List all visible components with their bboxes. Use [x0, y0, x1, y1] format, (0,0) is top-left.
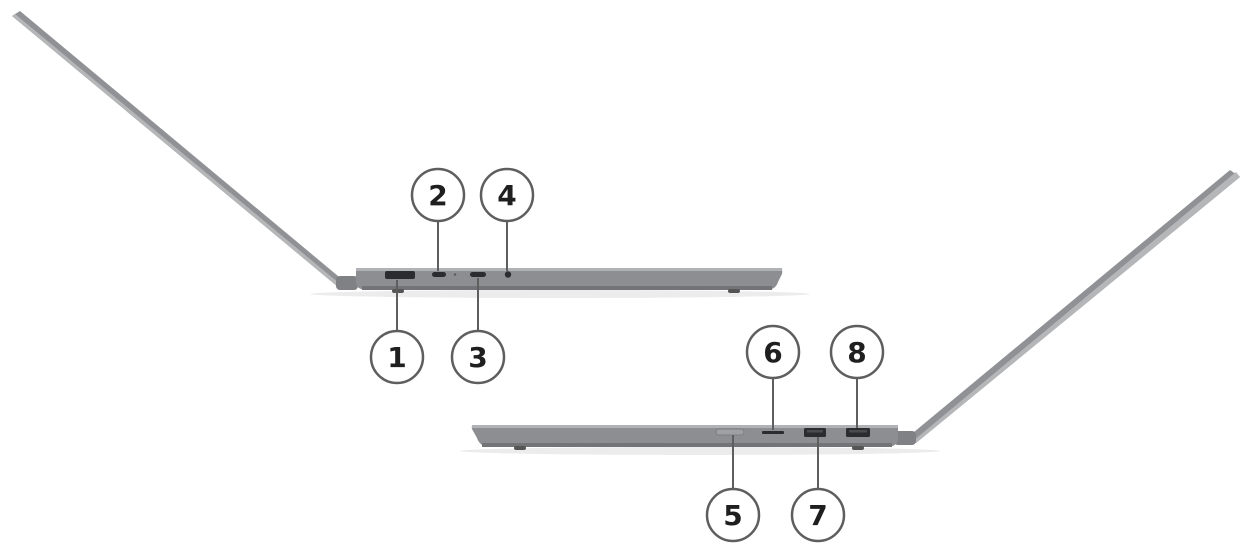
laptop-hinge — [336, 276, 358, 290]
laptop-base — [356, 268, 783, 290]
callout-2: 2 — [410, 167, 466, 271]
callout-number: 6 — [763, 336, 782, 369]
callout-circle — [450, 329, 506, 385]
laptop-shadow — [310, 290, 810, 298]
callout-3: 3 — [450, 278, 506, 385]
laptop-foot — [852, 446, 864, 450]
laptop-shadow — [460, 447, 940, 455]
callout-circle — [479, 167, 535, 223]
usb-a-port-7-tongue — [807, 430, 823, 433]
callout-8: 8 — [829, 324, 885, 428]
hdmi-port — [385, 271, 415, 279]
callout-7: 7 — [790, 437, 846, 543]
microsd-card-slot — [762, 431, 784, 434]
laptop-right-side-view — [460, 170, 1240, 455]
laptop-foot — [514, 446, 526, 450]
callout-1: 1 — [369, 280, 425, 385]
laptop-left-side-view — [12, 11, 810, 298]
callout-number: 5 — [723, 499, 742, 532]
laptop-base-bottom-edge — [482, 443, 892, 447]
laptop-foot — [728, 289, 740, 293]
laptop-base-top-edge — [356, 268, 782, 271]
callout-4: 4 — [479, 167, 535, 271]
laptop-hinge — [894, 431, 916, 445]
callout-layer: 1 2 3 4 5 6 7 8 — [369, 167, 885, 543]
laptop-lid-edge — [913, 172, 1240, 443]
power-button — [715, 428, 745, 436]
laptop-lid — [12, 11, 344, 287]
callout-circle — [790, 487, 846, 543]
laptop-base — [471, 425, 898, 447]
callout-5: 5 — [705, 435, 761, 543]
callout-circle — [705, 487, 761, 543]
callout-circle — [369, 329, 425, 385]
callout-number: 1 — [387, 341, 406, 374]
audio-jack — [504, 271, 512, 278]
usb-c-port-2 — [432, 272, 446, 277]
usb-a-port-8-tongue — [849, 430, 867, 433]
callout-circle — [745, 324, 801, 380]
callout-number: 2 — [428, 179, 447, 212]
callout-number: 8 — [847, 336, 866, 369]
laptop-base-bottom-edge — [362, 286, 772, 290]
callout-circle — [410, 167, 466, 223]
laptop-base-top-edge — [472, 425, 898, 428]
laptop-lid-edge — [12, 14, 340, 287]
usb-c-port-3 — [470, 272, 486, 277]
callout-number: 7 — [808, 499, 827, 532]
callout-number: 3 — [468, 341, 487, 374]
callout-circle — [829, 324, 885, 380]
callout-6: 6 — [745, 324, 801, 430]
callout-number: 4 — [497, 179, 516, 212]
led-indicator — [453, 273, 457, 276]
